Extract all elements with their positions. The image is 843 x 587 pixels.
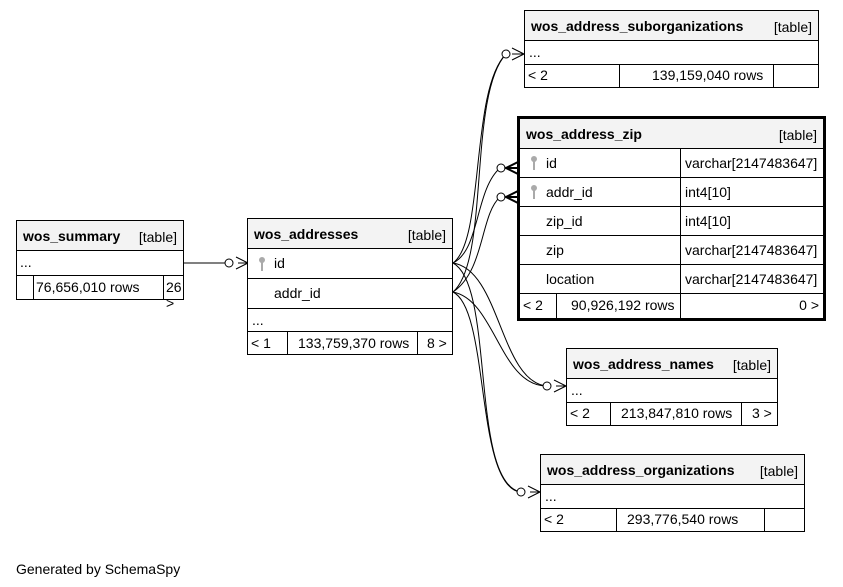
column-type: varchar[2147483647] xyxy=(680,265,823,293)
row-count: 293,776,540 rows xyxy=(616,509,764,531)
column-row: zip varchar[2147483647] xyxy=(520,236,823,265)
column-type: varchar[2147483647] xyxy=(680,236,823,264)
key-icon xyxy=(259,257,265,271)
column-name: addr_id xyxy=(274,285,321,301)
table-kind: [table] xyxy=(138,229,177,245)
table-header: wos_address_names [table] xyxy=(567,349,777,379)
table-kind: [table] xyxy=(732,357,771,373)
column-name: zip xyxy=(546,242,564,258)
edge-addresses-orgs-1 xyxy=(452,262,521,493)
column-name: addr_id xyxy=(546,184,593,200)
edge-addresses-zip-1 xyxy=(452,167,501,264)
children-count[interactable]: 0 > xyxy=(680,294,823,319)
stats-row: < 2 139,159,040 rows xyxy=(525,65,818,87)
row-count: 90,926,192 rows xyxy=(556,294,680,319)
column-row: addr_id xyxy=(248,279,452,309)
edge-summary-addresses-zero xyxy=(224,258,234,268)
column-type: varchar[2147483647] xyxy=(680,149,823,177)
row-count: 133,759,370 rows xyxy=(287,332,417,355)
edge-addresses-suborg-1 xyxy=(452,53,507,264)
table-name: wos_address_suborganizations xyxy=(531,18,744,34)
children-count xyxy=(764,509,804,531)
parents-count[interactable]: < 2 xyxy=(544,511,564,527)
parents-count[interactable]: < 2 xyxy=(523,297,543,313)
table-wos-addresses[interactable]: wos_addresses [table] id addr_id ... < 1… xyxy=(247,218,453,355)
edge-summary-addresses-crow xyxy=(235,256,249,270)
stats-row: < 2 90,926,192 rows 0 > xyxy=(520,294,823,319)
parents-count[interactable]: < 2 xyxy=(528,67,548,83)
parents-count[interactable]: < 2 xyxy=(570,405,590,421)
table-wos-address-names[interactable]: wos_address_names [table] ... < 2 213,84… xyxy=(566,348,778,426)
column-name: id xyxy=(546,155,557,171)
edge-addresses-names-2 xyxy=(452,291,547,387)
table-kind: [table] xyxy=(778,127,817,143)
column-name: location xyxy=(546,271,595,287)
stats-row: < 1 133,759,370 rows 8 > xyxy=(248,332,452,355)
column-type: int4[10] xyxy=(680,207,823,235)
key-icon xyxy=(531,156,537,170)
table-name: wos_address_zip xyxy=(526,126,642,142)
row-count: 139,159,040 rows xyxy=(619,65,773,87)
row-count: 213,847,810 rows xyxy=(610,403,741,425)
column-name: id xyxy=(274,255,285,271)
column-row: id varchar[2147483647] xyxy=(520,149,823,178)
table-header: wos_addresses [table] xyxy=(248,219,452,249)
column-row: addr_id int4[10] xyxy=(520,178,823,207)
column-name: zip_id xyxy=(546,213,583,229)
table-kind: [table] xyxy=(407,227,446,243)
key-icon xyxy=(531,185,537,199)
table-header: wos_address_suborganizations [table] xyxy=(525,11,818,41)
stats-row: 76,656,010 rows 26 > xyxy=(17,276,183,311)
stats-row: < 2 213,847,810 rows 3 > xyxy=(567,403,777,425)
column-row: id xyxy=(248,249,452,279)
parents-count xyxy=(17,276,33,299)
table-wos-address-organizations[interactable]: wos_address_organizations [table] ... < … xyxy=(540,454,805,532)
table-wos-address-suborganizations[interactable]: wos_address_suborganizations [table] ...… xyxy=(524,10,819,88)
table-wos-address-zip[interactable]: wos_address_zip [table] id varchar[21474… xyxy=(517,116,826,321)
ellipsis-row: ... xyxy=(17,251,183,276)
table-header: wos_address_organizations [table] xyxy=(541,455,804,485)
children-count xyxy=(773,65,818,87)
column-row: location varchar[2147483647] xyxy=(520,265,823,294)
table-name: wos_address_organizations xyxy=(547,462,735,478)
children-count[interactable]: 3 > xyxy=(741,403,777,425)
table-name: wos_address_names xyxy=(573,356,714,372)
generated-by-text: Generated by SchemaSpy xyxy=(16,561,181,577)
edge-addresses-orgs-2 xyxy=(452,291,521,493)
stats-row: < 2 293,776,540 rows xyxy=(541,509,804,531)
ellipsis-row: ... xyxy=(541,485,804,509)
row-count: 76,656,010 rows xyxy=(33,276,163,299)
table-header: wos_summary [table] xyxy=(17,221,183,251)
ellipsis-row: ... xyxy=(567,379,777,403)
children-count[interactable]: 26 > xyxy=(163,276,183,311)
table-name: wos_summary xyxy=(23,228,121,244)
table-wos-summary[interactable]: wos_summary [table] ... 76,656,010 rows … xyxy=(16,220,184,311)
table-name: wos_addresses xyxy=(254,226,359,242)
ellipsis-row: ... xyxy=(525,41,818,65)
table-kind: [table] xyxy=(773,19,812,35)
table-kind: [table] xyxy=(759,463,798,479)
column-row: zip_id int4[10] xyxy=(520,207,823,236)
table-header: wos_address_zip [table] xyxy=(520,119,823,149)
edge-addresses-suborg-2 xyxy=(452,53,507,293)
edge-addresses-zip-2 xyxy=(452,196,501,293)
edge-addresses-names-1 xyxy=(452,262,547,387)
parents-count[interactable]: < 1 xyxy=(251,335,271,351)
ellipsis-row: ... xyxy=(248,309,452,332)
column-type: int4[10] xyxy=(680,178,823,206)
children-count[interactable]: 8 > xyxy=(417,332,452,355)
